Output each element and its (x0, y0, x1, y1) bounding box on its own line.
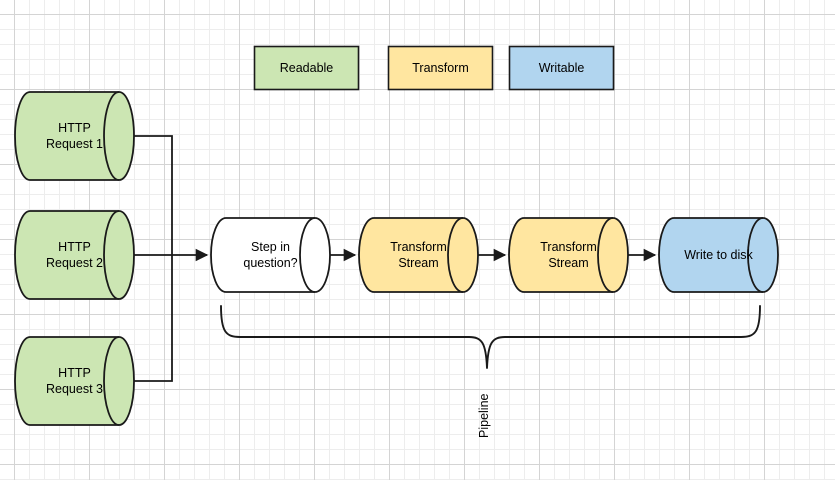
transform-stream-2-shape (508, 217, 629, 293)
legend-group (253, 45, 615, 91)
step-in-question-shape (210, 217, 331, 293)
write-to-disk-shape (658, 217, 779, 293)
http-request-1-shape (14, 91, 135, 181)
transform-stream-1-shape (358, 217, 479, 293)
source-merge-connectors (134, 135, 209, 382)
http-request-2-shape (14, 210, 135, 300)
pipeline-brace-shape (220, 305, 761, 369)
legend-swatch-transform (387, 45, 494, 91)
legend-swatch-writable (508, 45, 615, 91)
legend-swatch-readable (253, 45, 360, 91)
http-request-3-shape (14, 336, 135, 426)
